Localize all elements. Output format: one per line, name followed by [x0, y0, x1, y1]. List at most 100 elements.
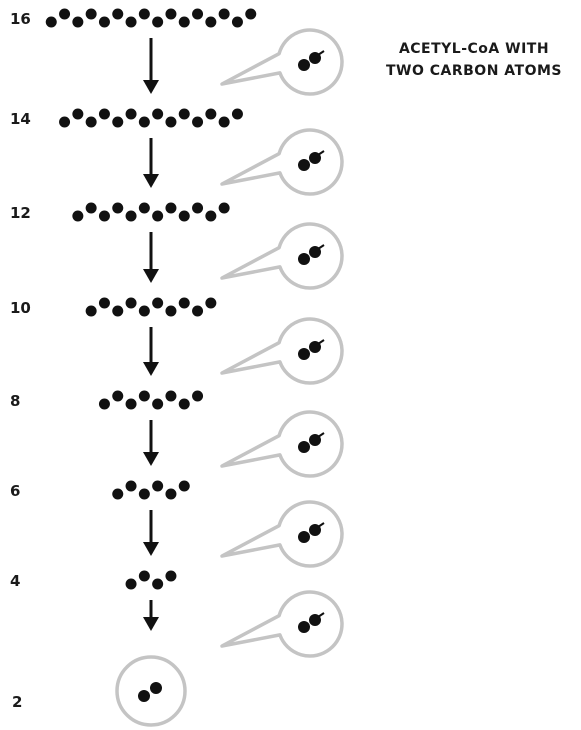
carbon-atom: [59, 116, 71, 128]
carbon-atom: [231, 108, 243, 120]
acetyl-coa-bubble: [220, 222, 344, 290]
carbon-atom: [138, 488, 150, 500]
chain-row-12: 12: [10, 202, 344, 290]
carbon-count-label: 8: [10, 392, 20, 410]
acetyl-carbon-atom: [298, 531, 310, 543]
carbon-atom: [98, 108, 110, 120]
carbon-atom: [178, 297, 190, 309]
carbon-atom: [165, 570, 177, 582]
coa-bond-mark: [317, 612, 325, 618]
coa-bond-mark: [317, 50, 325, 56]
carbon-atom: [112, 390, 124, 402]
carbon-atom: [98, 16, 110, 28]
coa-bond-mark: [317, 522, 325, 528]
carbon-atom: [85, 116, 97, 128]
carbon-count-label: 14: [10, 110, 31, 128]
arrow-head: [143, 452, 159, 466]
carbon-atom: [45, 16, 57, 28]
steps-layer: 16 14 12 10 8 6 4: [10, 8, 344, 658]
carbon-atom: [138, 570, 150, 582]
carbon-atom: [138, 116, 150, 128]
carbon-atom: [152, 578, 164, 590]
carbon-atom: [152, 297, 164, 309]
carbon-count-label: 6: [10, 482, 20, 500]
carbon-atom: [205, 297, 217, 309]
arrow-head: [143, 174, 159, 188]
chain-row-16: 16: [10, 8, 344, 96]
carbon-atom: [218, 8, 230, 20]
carbon-atom: [205, 210, 217, 222]
coa-bond-mark: [317, 150, 325, 156]
carbon-count-label: 10: [10, 299, 31, 317]
carbon-atom: [192, 305, 204, 317]
carbon-atom: [205, 108, 217, 120]
acetyl-coa-bubble: [220, 590, 344, 658]
carbon-atom: [165, 488, 177, 500]
carbon-atom: [192, 8, 204, 20]
carbon-count-label: 12: [10, 204, 31, 222]
carbon-atom: [138, 390, 150, 402]
carbon-atom: [165, 116, 177, 128]
coa-bond-mark: [317, 244, 325, 250]
arrow-head: [143, 617, 159, 631]
carbon-atom: [125, 578, 137, 590]
carbon-atom: [98, 210, 110, 222]
acetyl-coa-bubble: [220, 28, 344, 96]
final-carbon-atom-1: [138, 690, 150, 702]
carbon-atom: [112, 8, 124, 20]
carbon-atom: [138, 305, 150, 317]
chain-row-8: 8: [10, 390, 344, 478]
carbon-atom: [178, 108, 190, 120]
carbon-atom: [152, 16, 164, 28]
carbon-atom: [218, 202, 230, 214]
carbon-atom: [85, 8, 97, 20]
arrow-head: [143, 362, 159, 376]
carbon-atom: [125, 16, 137, 28]
carbon-atom: [192, 116, 204, 128]
carbon-atom: [125, 398, 137, 410]
carbon-atom: [152, 108, 164, 120]
carbon-atom: [192, 390, 204, 402]
carbon-atom: [72, 210, 84, 222]
acetyl-coa-bubble: [220, 500, 344, 568]
carbon-atom: [138, 202, 150, 214]
acetyl-coa-bubble: [220, 128, 344, 196]
coa-bond-mark: [317, 339, 325, 345]
acetyl-coa-annotation: ACETYL-CoA WITH TWO CARBON ATOMS: [386, 41, 562, 79]
carbon-atom: [98, 297, 110, 309]
carbon-atom: [178, 480, 190, 492]
annotation-line-2: TWO CARBON ATOMS: [386, 63, 562, 79]
acetyl-coa-bubble: [220, 410, 344, 478]
acetyl-coa-bubble: [220, 317, 344, 385]
carbon-atom: [112, 305, 124, 317]
carbon-atom: [72, 108, 84, 120]
acetyl-carbon-atom: [298, 441, 310, 453]
final-carbon-count-label: 2: [12, 693, 22, 711]
carbon-atom: [85, 202, 97, 214]
carbon-atom: [125, 480, 137, 492]
carbon-atom: [165, 390, 177, 402]
acetyl-carbon-atom: [298, 253, 310, 265]
coa-bond-mark: [317, 432, 325, 438]
acetyl-carbon-atom: [298, 59, 310, 71]
carbon-atom: [112, 202, 124, 214]
carbon-atom: [72, 16, 84, 28]
chain-row-6: 6: [10, 480, 344, 568]
carbon-atom: [125, 297, 137, 309]
final-carbon-atom-2: [150, 682, 162, 694]
carbon-atom: [205, 16, 217, 28]
acetyl-carbon-atom: [298, 348, 310, 360]
chain-row-4: 4: [10, 570, 344, 658]
carbon-atom: [98, 398, 110, 410]
carbon-atom: [165, 202, 177, 214]
carbon-atom: [231, 16, 243, 28]
carbon-count-label: 16: [10, 10, 31, 28]
carbon-atom: [152, 398, 164, 410]
final-product: 2: [12, 655, 187, 727]
carbon-atom: [178, 16, 190, 28]
arrow-head: [143, 269, 159, 283]
arrow-head: [143, 542, 159, 556]
chain-row-14: 14: [10, 108, 344, 196]
carbon-atom: [112, 116, 124, 128]
acetyl-carbon-atom: [298, 159, 310, 171]
